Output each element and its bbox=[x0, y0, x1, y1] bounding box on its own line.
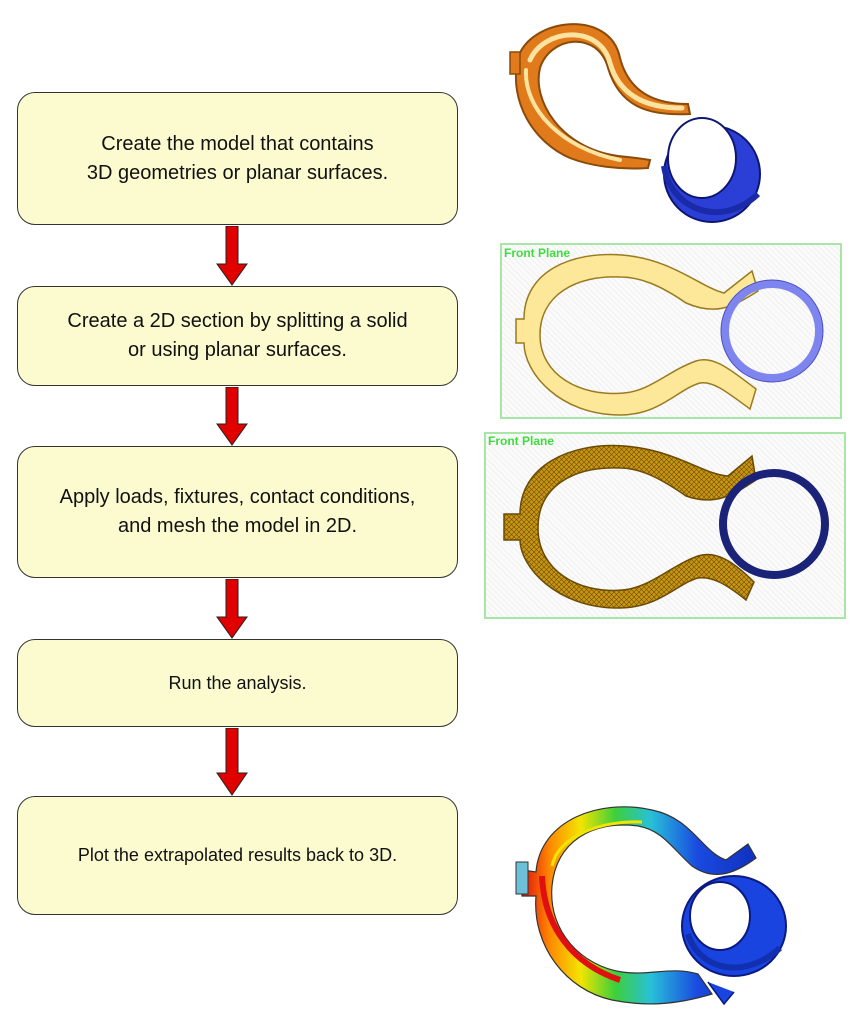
step-4-text: Run the analysis. bbox=[168, 672, 307, 693]
clip-2d-mesh bbox=[503, 444, 829, 609]
step-5-text: Plot the extrapolated results back to 3D… bbox=[77, 845, 398, 866]
step-2-text: Create a 2D section by splitting a solid… bbox=[67, 310, 408, 361]
down-arrow-icon bbox=[216, 387, 248, 446]
step-3-text: Apply loads, fixtures, contact condition… bbox=[59, 486, 416, 537]
clip-3d-results bbox=[515, 806, 787, 1006]
step-1-text: Create the model that contains 3D geomet… bbox=[86, 132, 389, 184]
mesh-plane-label: Front Plane bbox=[488, 434, 555, 448]
step-plot-results: Plot the extrapolated results back to 3D… bbox=[17, 796, 458, 915]
step-apply-loads-mesh: Apply loads, fixtures, contact condition… bbox=[17, 446, 458, 578]
down-arrow-icon bbox=[216, 728, 248, 796]
step-create-2d-section: Create a 2D section by splitting a solid… bbox=[17, 286, 458, 386]
section-plane-label: Front Plane bbox=[504, 246, 571, 260]
down-arrow-icon bbox=[216, 579, 248, 639]
clip-2d-section bbox=[515, 253, 824, 416]
step-run-analysis: Run the analysis. bbox=[17, 639, 458, 727]
step-create-model: Create the model that contains 3D geomet… bbox=[17, 92, 458, 225]
down-arrow-icon bbox=[216, 226, 248, 286]
clip-3d-model bbox=[509, 23, 761, 223]
